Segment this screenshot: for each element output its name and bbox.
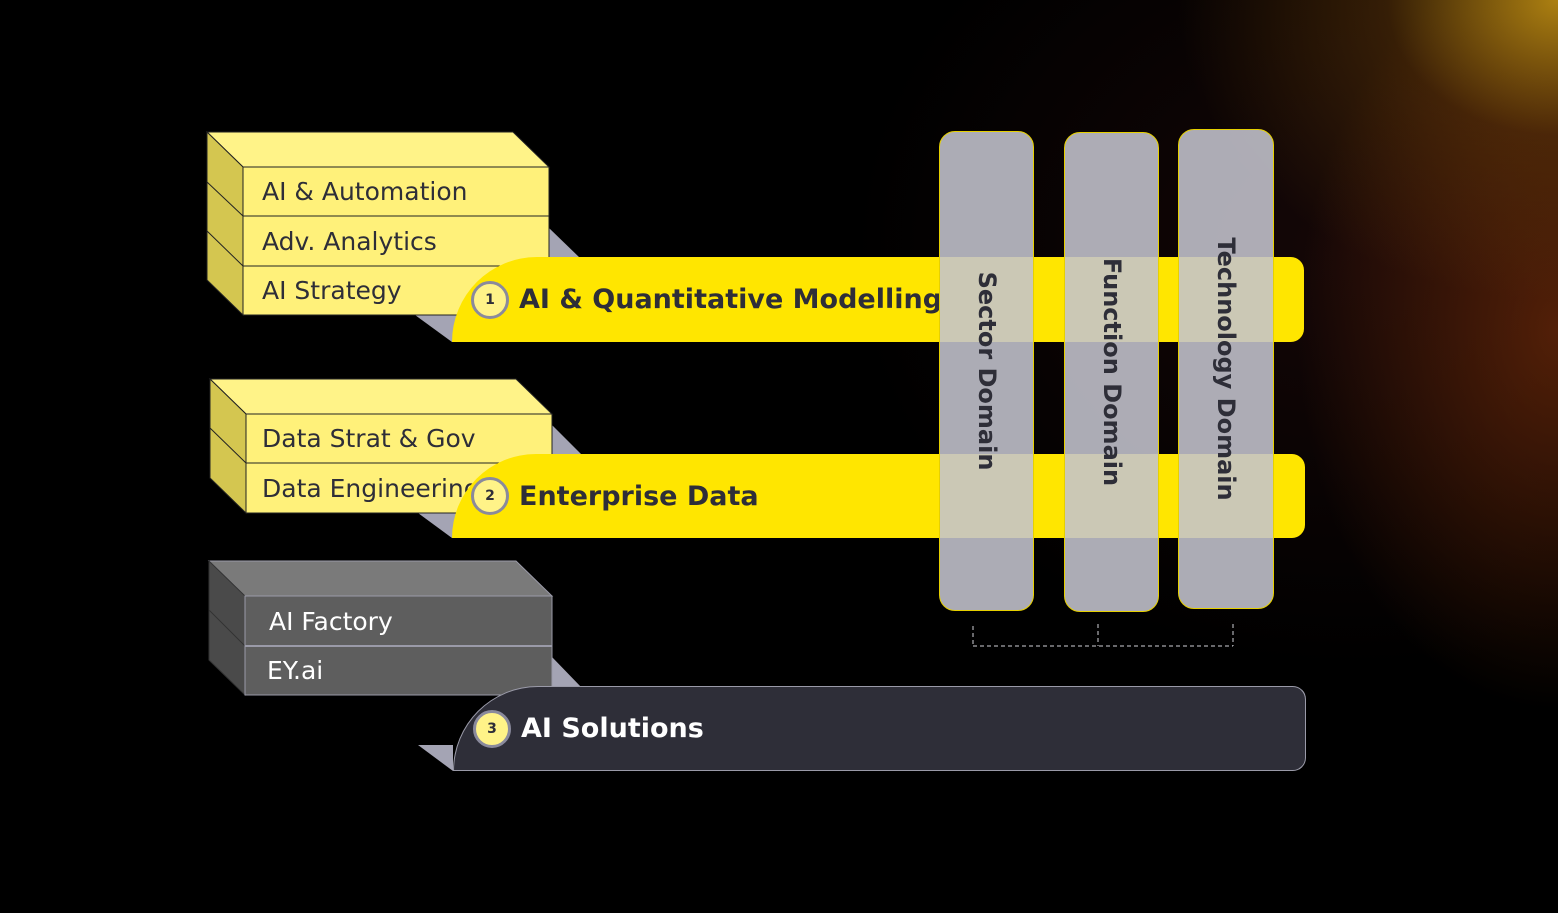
column-label: Sector Domain bbox=[972, 271, 1001, 471]
stack-item-ai-automation: AI & Automation bbox=[262, 177, 468, 206]
banner-title: AI Solutions bbox=[521, 713, 704, 744]
column-label: Function Domain bbox=[1097, 257, 1126, 487]
column-function-domain: Function Domain bbox=[1064, 132, 1159, 612]
stack-item-ai-factory: AI Factory bbox=[269, 606, 393, 636]
domain-bracket bbox=[972, 624, 1234, 647]
stack-item-data-engineering: Data Engineering bbox=[262, 473, 480, 503]
banner-title: Enterprise Data bbox=[519, 480, 759, 512]
number-badge: 1 bbox=[471, 280, 509, 319]
column-technology-domain: Technology Domain bbox=[1178, 129, 1274, 609]
stack-item-ai-strategy: AI Strategy bbox=[262, 276, 402, 305]
stack-item-adv-analytics: Adv. Analytics bbox=[262, 226, 437, 256]
number-badge: 3 bbox=[473, 709, 511, 748]
column-label: Technology Domain bbox=[1212, 237, 1240, 501]
stack2-top bbox=[208, 378, 554, 415]
banner-ai-quant-modelling: 1 AI & Quantitative Modelling bbox=[452, 257, 1304, 342]
stack-item-data-strat-gov: Data Strat & Gov bbox=[262, 424, 476, 453]
banner-title: AI & Quantitative Modelling bbox=[519, 284, 943, 315]
column-sector-domain: Sector Domain bbox=[939, 131, 1034, 611]
number-badge: 2 bbox=[471, 477, 509, 515]
banner-enterprise-data: 2 Enterprise Data bbox=[452, 454, 1305, 538]
stack1-shadow bbox=[549, 228, 580, 258]
stack1-top bbox=[205, 131, 551, 168]
stack-item-ey-ai: EY.ai bbox=[267, 656, 324, 685]
banner-ai-solutions: 3 AI Solutions bbox=[453, 686, 1306, 771]
stack3-top bbox=[207, 560, 554, 597]
